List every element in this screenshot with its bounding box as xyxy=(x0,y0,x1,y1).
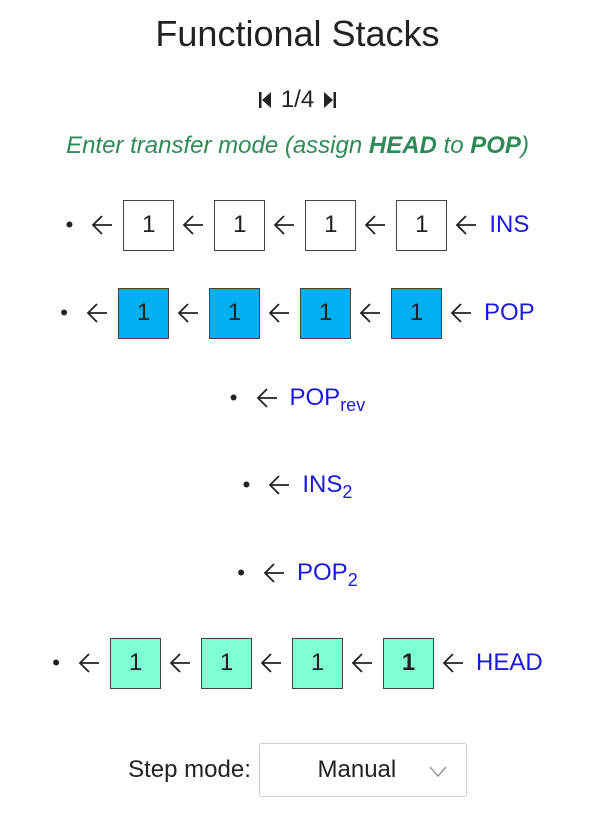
left-arrow-icon xyxy=(362,212,388,238)
bullet: • xyxy=(65,212,74,237)
left-arrow-icon xyxy=(448,300,474,326)
status-message: Enter transfer mode (assign HEAD to POP) xyxy=(0,131,595,161)
stack-name: POP2 xyxy=(297,559,358,590)
left-arrow-icon xyxy=(440,650,466,676)
skip-first-icon[interactable] xyxy=(255,90,275,110)
left-arrow-icon xyxy=(349,650,375,676)
message-prefix: Enter transfer mode (assign xyxy=(66,132,369,159)
message-target: POP xyxy=(470,132,521,159)
stack-cell: 1 xyxy=(383,637,434,689)
left-arrow-icon xyxy=(258,650,284,676)
stack-cell: 1 xyxy=(201,637,252,689)
left-arrow-icon xyxy=(254,385,280,411)
left-arrow-icon xyxy=(167,650,193,676)
stack-row: • POP2 xyxy=(0,546,595,600)
bullet: • xyxy=(242,472,251,497)
stack-cell: 1 xyxy=(391,287,442,339)
stack-cell: 1 xyxy=(118,287,169,339)
left-arrow-icon xyxy=(84,300,110,326)
stack-row: • POPrev xyxy=(0,371,595,425)
stack-name-main: INS xyxy=(489,211,530,238)
stack-name: POP xyxy=(484,299,535,327)
stack-name: POPrev xyxy=(289,384,366,415)
stack-row: • INS2 xyxy=(0,458,595,512)
message-suffix: ) xyxy=(520,132,529,159)
stack-cell: 1 xyxy=(300,287,351,339)
bullet: • xyxy=(60,300,68,325)
stack-name-main: POP xyxy=(289,384,341,411)
stack-cell: 1 xyxy=(123,199,175,251)
chevron-down-icon xyxy=(428,762,448,780)
stack-cell: 1 xyxy=(214,199,266,251)
bullet: • xyxy=(237,560,245,585)
stack-name: HEAD xyxy=(476,649,543,677)
left-arrow-icon xyxy=(271,212,297,238)
stack-name-subscript: 2 xyxy=(342,482,353,502)
bullet: • xyxy=(52,650,60,675)
left-arrow-icon xyxy=(266,472,292,498)
pager: 1/4 xyxy=(0,85,595,115)
left-arrow-icon xyxy=(89,212,115,238)
stack-name-main: HEAD xyxy=(476,649,543,676)
left-arrow-icon xyxy=(453,212,479,238)
page-indicator: 1/4 xyxy=(280,86,315,113)
stack-name-subscript: rev xyxy=(340,395,366,415)
stack-cell: 1 xyxy=(209,287,260,339)
bullet: • xyxy=(229,385,238,410)
stack-cell: 1 xyxy=(110,637,161,689)
stack-name: INS xyxy=(489,211,529,239)
left-arrow-icon xyxy=(261,560,287,586)
stack-cell: 1 xyxy=(396,199,448,251)
stack-name-main: POP xyxy=(484,299,535,326)
stack-name-main: INS xyxy=(302,471,343,498)
left-arrow-icon xyxy=(357,300,383,326)
left-arrow-icon xyxy=(175,300,201,326)
stack-name-main: POP xyxy=(297,559,348,586)
step-mode-control: Step mode: Manual xyxy=(0,742,595,798)
stack-cell: 1 xyxy=(305,199,357,251)
step-mode-select[interactable]: Manual xyxy=(258,743,467,797)
message-source: HEAD xyxy=(368,132,437,159)
stack-name-subscript: 2 xyxy=(347,570,358,590)
left-arrow-icon xyxy=(266,300,292,326)
stack-cell: 1 xyxy=(292,637,343,689)
skip-last-icon[interactable] xyxy=(320,90,340,110)
stack-name: INS2 xyxy=(302,471,353,502)
left-arrow-icon xyxy=(180,212,206,238)
step-mode-label: Step mode: xyxy=(128,756,251,783)
left-arrow-icon xyxy=(76,650,102,676)
step-mode-value: Manual xyxy=(317,756,397,783)
message-middle: to xyxy=(436,132,471,159)
page-title: Functional Stacks xyxy=(155,13,440,54)
